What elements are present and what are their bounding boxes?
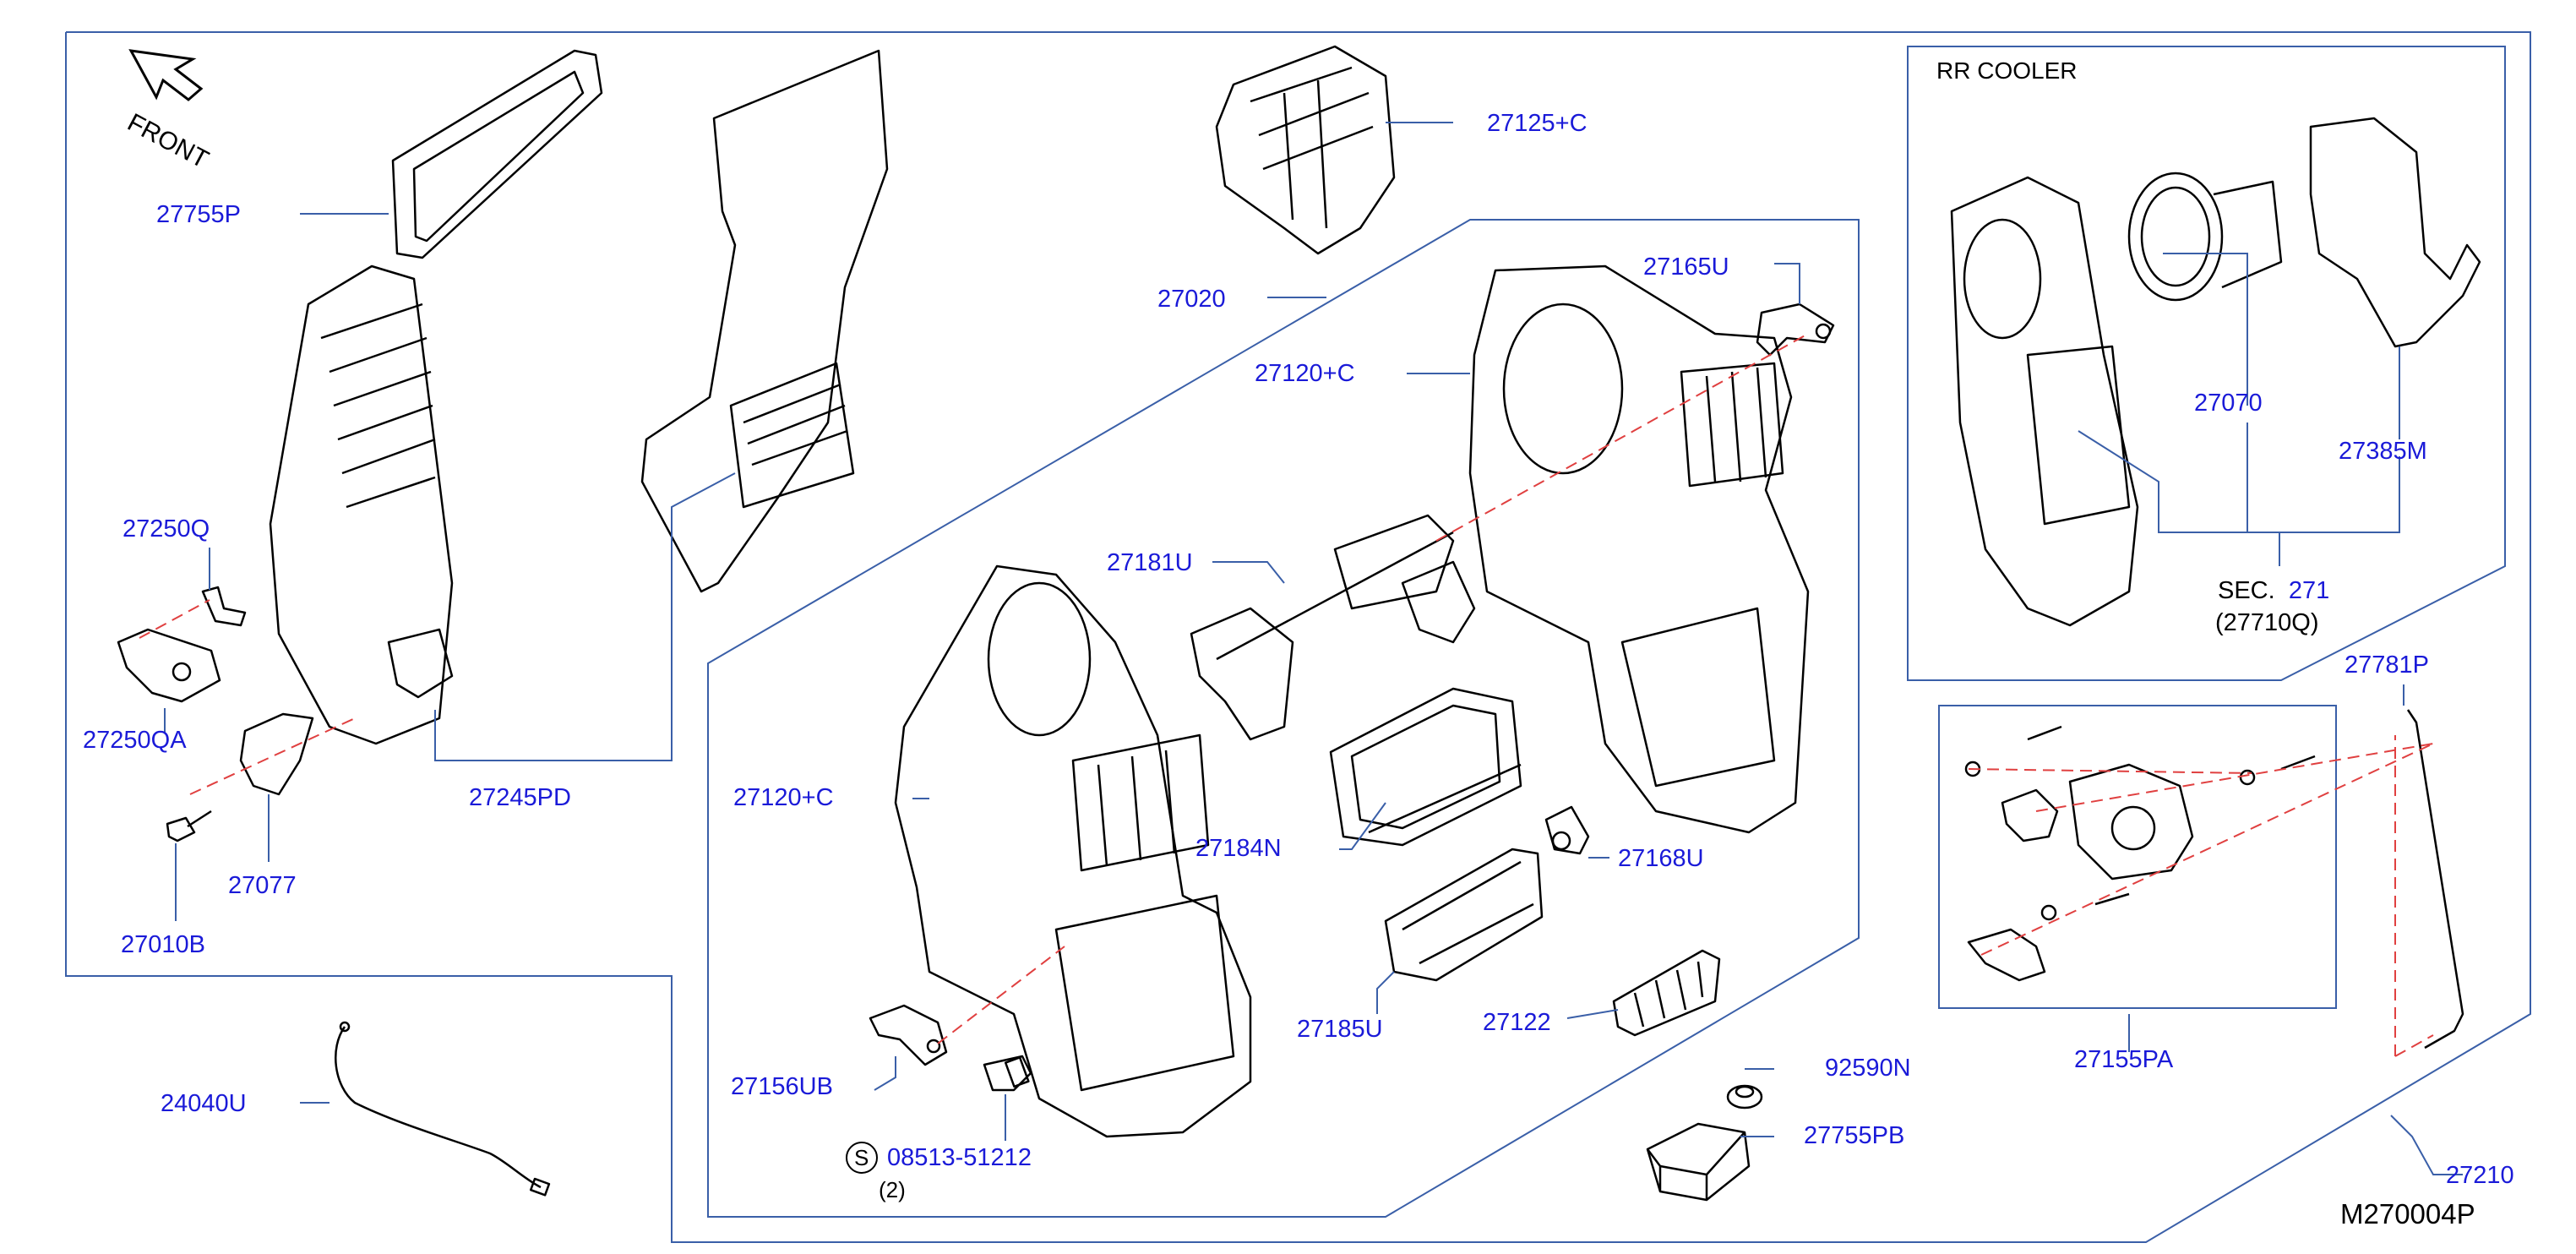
label-27120C-left[interactable]: 27120+C (733, 784, 834, 811)
frame-27184N-part (1329, 687, 1522, 847)
label-27155PA[interactable]: 27155PA (2074, 1046, 2174, 1073)
screw-27010B-part (166, 810, 212, 842)
s-mark-circle (846, 1142, 878, 1174)
bracket-27165U-part (1756, 303, 1835, 357)
label-27010B[interactable]: 27010B (121, 931, 205, 958)
label-27070[interactable]: 27070 (2194, 390, 2263, 417)
duct-27245PD-part (269, 264, 454, 745)
blower-motor-27070-part (2127, 172, 2283, 302)
cooler-housing-part (1950, 176, 2139, 627)
label-27250QA[interactable]: 27250QA (83, 727, 187, 754)
bolt-08513-part (983, 1055, 1032, 1092)
filter-27122-part (1612, 949, 1721, 1037)
s-mark-label: S (854, 1145, 869, 1170)
label-92590N[interactable]: 92590N (1825, 1055, 1911, 1082)
label-27168U[interactable]: 27168U (1618, 845, 1704, 872)
label-27385M[interactable]: 27385M (2339, 438, 2427, 465)
alignment-lines (139, 333, 2434, 1057)
cover-27385M-part (2309, 117, 2481, 348)
label-08513-51212[interactable]: 08513-51212 (887, 1144, 1032, 1171)
label-27156UB[interactable]: 27156UB (731, 1073, 833, 1100)
duct-upper-part (640, 49, 889, 593)
label-27020[interactable]: 27020 (1157, 286, 1226, 313)
grommet-92590N-part (1726, 1084, 1763, 1110)
outer-frame (65, 31, 2531, 1243)
label-27210[interactable]: 27210 (2446, 1162, 2514, 1189)
door-27181U-part (1190, 514, 1476, 741)
motor-27155PA-part (1964, 725, 2316, 982)
label-27120C-top[interactable]: 27120+C (1255, 360, 1355, 387)
sec-reference[interactable]: SEC. 271 (2218, 579, 2329, 603)
label-27185U[interactable]: 27185U (1297, 1016, 1383, 1043)
bracket-27250Q-part (201, 586, 247, 627)
label-27245PD[interactable]: 27245PD (469, 784, 571, 811)
lever-27156UB-part (869, 1004, 948, 1066)
harness-24040U-part (335, 1021, 551, 1197)
housing-left-part (894, 564, 1252, 1138)
rod-27781P-part (2406, 709, 2464, 1050)
label-27184N[interactable]: 27184N (1195, 835, 1282, 862)
clip-27168U-part (1544, 805, 1590, 855)
tray-27185U-part (1384, 848, 1544, 982)
housing-right-part (1468, 264, 1810, 834)
label-27755P[interactable]: 27755P (156, 201, 241, 228)
sec-number: 271 (2288, 577, 2330, 604)
label-27165U[interactable]: 27165U (1643, 254, 1729, 281)
front-arrow-icon (128, 49, 204, 101)
label-24040U[interactable]: 24040U (161, 1090, 247, 1117)
rr-cooler-title: RR COOLER (1936, 57, 2078, 84)
label-27781P[interactable]: 27781P (2345, 652, 2429, 679)
blower-27125C-part (1215, 45, 1396, 255)
bracket-27250QA-part (117, 628, 221, 703)
sec-prefix: SEC. (2218, 577, 2275, 604)
label-27077[interactable]: 27077 (228, 872, 297, 899)
sec-ref-code: (27710Q) (2215, 609, 2319, 636)
diagram-code: M270004P (2340, 1198, 2475, 1229)
pad-27755PB-part (1646, 1122, 1751, 1202)
actuator-27077-part (239, 712, 314, 796)
label-08513-qty: (2) (879, 1177, 906, 1202)
leader-lines (164, 122, 2463, 1175)
label-27181U[interactable]: 27181U (1107, 549, 1193, 576)
label-27250Q[interactable]: 27250Q (123, 515, 210, 542)
label-27122[interactable]: 27122 (1483, 1009, 1551, 1036)
label-27755PB[interactable]: 27755PB (1804, 1122, 1905, 1149)
gasket-27755P-part (391, 49, 603, 259)
label-27125C[interactable]: 27125+C (1487, 110, 1588, 137)
